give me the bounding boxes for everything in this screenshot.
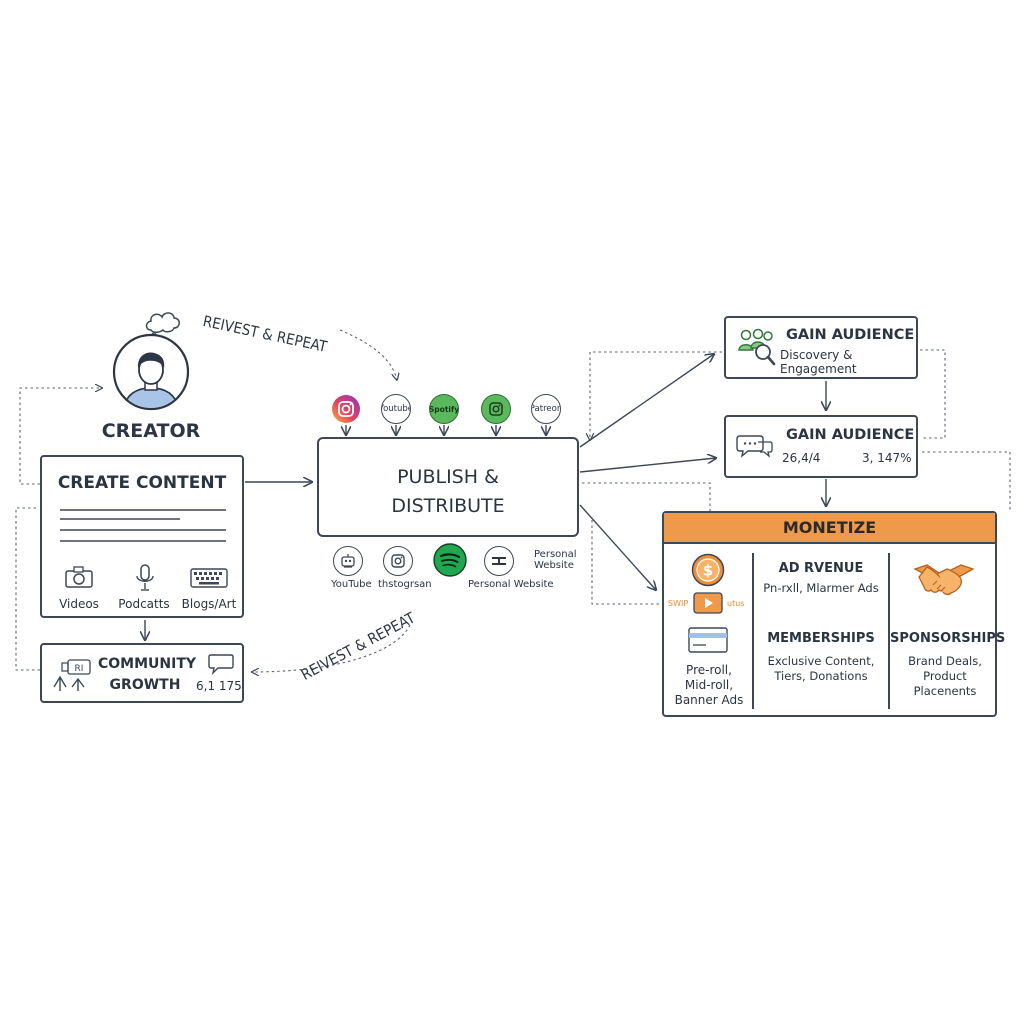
- platform-instagram-bottom[interactable]: [383, 546, 413, 576]
- create-content-title: CREATE CONTENT: [57, 473, 227, 493]
- memberships-text: Exclusive Content, Tiers, Donations: [756, 654, 886, 684]
- memberships-line1: Exclusive Content,: [767, 654, 875, 668]
- keyboard-icon: [190, 567, 228, 593]
- text-lines-graphic: [60, 509, 226, 542]
- video-play-icon: [693, 592, 723, 618]
- ad-types-line2: Mid-roll,: [684, 678, 734, 692]
- instagram-outline-icon: [489, 402, 503, 416]
- platform-patreon-top[interactable]: Patreon: [531, 394, 561, 424]
- memberships-line2: Tiers, Donations: [774, 669, 868, 683]
- gain-audience-stats-box: GAIN AUDIENCE 26,4/4 3, 147%: [724, 415, 918, 478]
- platform-spotify-top[interactable]: Spotify: [429, 394, 459, 424]
- svg-text:RI: RI: [75, 664, 84, 674]
- podcasts-label: Podcatts: [118, 597, 170, 611]
- dollar-coin-icon: $: [691, 553, 725, 591]
- sponsorships-line3: Placenents: [913, 684, 977, 698]
- column-divider-1: [752, 553, 754, 709]
- platform-spotify-top-label: Spotify: [429, 404, 459, 414]
- sponsorships-title: SPONSORSHIPS: [890, 631, 1006, 646]
- camera-icon: [64, 565, 94, 593]
- ad-tag-left: SWIP: [668, 599, 689, 608]
- audience-search-icon: [736, 326, 778, 372]
- sponsorships-line2: Product: [923, 669, 967, 683]
- community-title: COMMUNITY GROWTH: [98, 654, 197, 696]
- chat-bubbles-icon: [736, 433, 774, 467]
- create-content-box: CREATE CONTENT Videos Podcatts Blogs/Art: [40, 455, 244, 618]
- instagram-icon: [332, 395, 360, 423]
- platform-youtube-top[interactable]: Youtube: [381, 394, 411, 424]
- memberships-title: MEMBERSHIPS: [767, 631, 875, 646]
- ad-revenue-subtitle: Pn-rxll, Mlarmer Ads: [763, 581, 879, 595]
- chat-bubble-icon: [207, 653, 235, 679]
- blogs-art-label: Blogs/Art: [181, 597, 237, 611]
- publish-title-line2: DISTRIBUTE: [391, 495, 505, 517]
- credit-card-icon: [688, 627, 728, 657]
- ad-types-text: Pre-roll, Mid-roll, Banner Ads: [670, 663, 748, 708]
- community-title-line1: COMMUNITY: [98, 656, 197, 672]
- gain-audience-discovery-box: GAIN AUDIENCE Discovery & Engagement: [724, 316, 918, 379]
- column-divider-2: [888, 553, 890, 709]
- platform-website-bottom[interactable]: [484, 546, 514, 576]
- platform-spotify-bottom[interactable]: [433, 543, 467, 581]
- spotify-icon: [433, 543, 467, 577]
- publish-title-line1: PUBLISH &: [397, 466, 499, 488]
- robot-icon: [341, 554, 355, 568]
- videos-label: Videos: [59, 597, 99, 611]
- sponsorships-line1: Brand Deals,: [908, 654, 982, 668]
- publish-distribute-box: PUBLISH & DISTRIBUTE: [317, 437, 579, 537]
- microphone-icon: [134, 563, 156, 597]
- gain-audience-title-2: GAIN AUDIENCE: [786, 427, 915, 443]
- gain-audience-stat-1: 26,4/4: [782, 451, 821, 465]
- handshake-icon: [913, 559, 975, 607]
- creator-avatar: [111, 332, 191, 416]
- platform-instagram-top[interactable]: [331, 394, 361, 428]
- gain-audience-subtitle: Discovery & Engagement: [780, 348, 857, 376]
- ad-types-line3: Banner Ads: [674, 693, 744, 707]
- platform-youtube-bottom-label: YouTube: [331, 579, 372, 590]
- ad-revenue-title: AD RVENUE: [778, 561, 864, 576]
- platform-website-bottom-label: Personal Website: [468, 579, 554, 590]
- monetize-box: MONETIZE $ SWIP utus Pre-roll, Mid-roll,…: [662, 511, 1006, 717]
- gain-audience-title-1: GAIN AUDIENCE: [786, 327, 915, 343]
- svg-text:$: $: [703, 562, 713, 580]
- community-growth-box: RI COMMUNITY GROWTH 6,1 175: [40, 643, 244, 703]
- platform-patreon-top-label: Patreon: [531, 404, 561, 414]
- website-icon: [492, 557, 506, 565]
- gain-audience-stat-2: 3, 147%: [862, 451, 912, 465]
- community-icon: RI: [50, 657, 98, 697]
- monetize-title: MONETIZE: [664, 513, 995, 544]
- platform-instagram-bottom-label: thstogrsan: [378, 579, 432, 590]
- platform-youtube-bottom[interactable]: [333, 546, 363, 576]
- platform-instagram-outline-top[interactable]: [481, 394, 511, 424]
- sponsorships-text: Brand Deals, Product Placenents: [890, 654, 1000, 699]
- instagram-outline-icon: [391, 554, 405, 568]
- platform-youtube-top-label: Youtube: [382, 404, 410, 414]
- personal-website-side-label: Personal Website: [534, 549, 577, 571]
- ad-types-line1: Pre-roll,: [686, 663, 732, 677]
- community-count: 6,1 175: [196, 679, 242, 693]
- ad-tag-right: utus: [727, 599, 745, 608]
- creator-label: CREATOR: [101, 420, 201, 442]
- community-title-line2: GROWTH: [109, 677, 181, 693]
- publish-title: PUBLISH & DISTRIBUTE: [319, 463, 577, 521]
